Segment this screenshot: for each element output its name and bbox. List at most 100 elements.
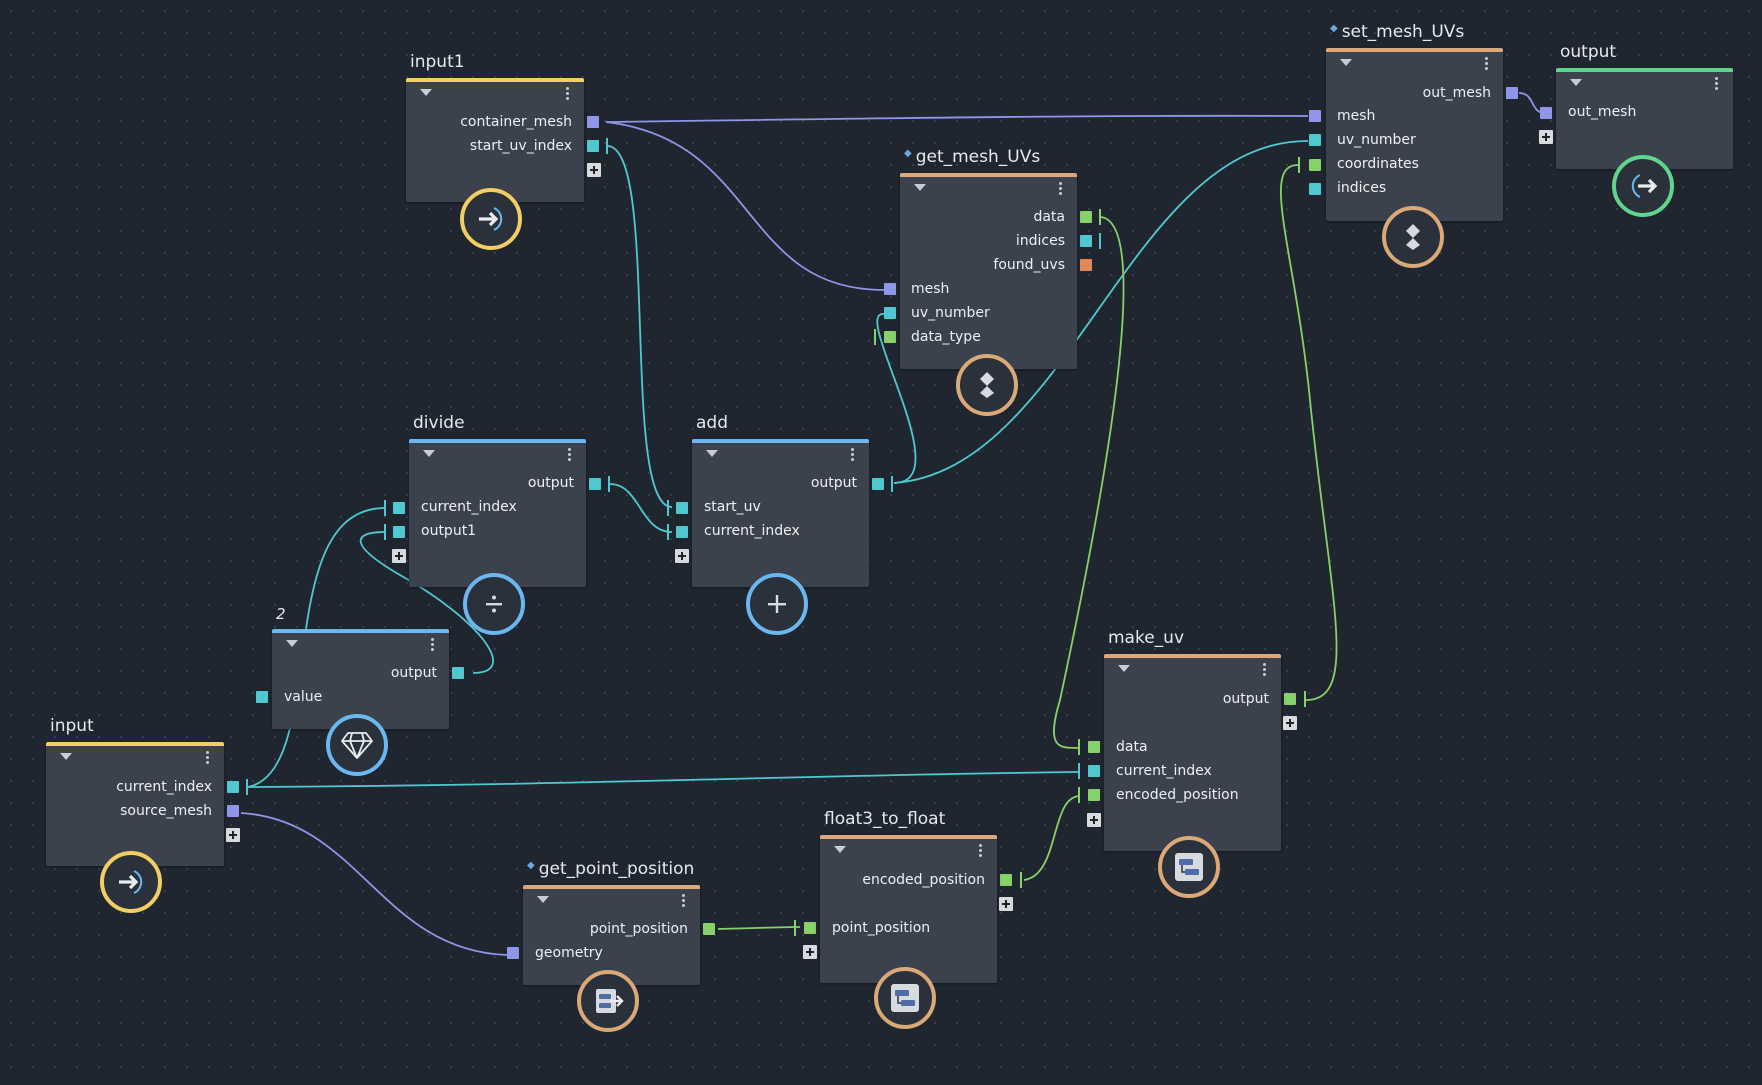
collapse-icon[interactable]	[537, 896, 549, 903]
add-port-button[interactable]	[999, 897, 1013, 911]
add-port-button[interactable]	[392, 549, 406, 563]
port-start-uv-in[interactable]	[676, 502, 688, 514]
port-value-in[interactable]	[256, 691, 268, 703]
port-coordinates-in[interactable]	[1309, 159, 1321, 171]
port-source-mesh-out[interactable]	[227, 805, 239, 817]
port-out-mesh-in[interactable]	[1540, 107, 1552, 119]
node-add[interactable]: add output start_uv current_index	[692, 413, 869, 587]
node-input[interactable]: input current_index source_mesh	[46, 716, 224, 866]
port-out-mesh-out[interactable]	[1506, 87, 1518, 99]
add-port-button[interactable]	[1283, 716, 1297, 730]
port-output-out[interactable]	[872, 478, 884, 490]
port-uv-number-in[interactable]	[1309, 134, 1321, 146]
port-output-out[interactable]	[1284, 693, 1296, 705]
collapse-icon[interactable]	[1118, 665, 1130, 672]
port-encoded-position-out[interactable]	[1000, 874, 1012, 886]
port-output-out[interactable]	[452, 667, 464, 679]
menu-icon[interactable]	[206, 751, 210, 766]
node-body	[900, 173, 1077, 369]
node-icon-input1[interactable]	[460, 188, 522, 250]
port-output-out[interactable]	[589, 478, 601, 490]
port-label-found-uvs: found_uvs	[993, 257, 1065, 273]
add-port-button[interactable]	[1087, 813, 1101, 827]
node-divide[interactable]: divide output current_index output1	[409, 413, 586, 587]
menu-icon[interactable]	[979, 844, 983, 859]
node-icon-input[interactable]	[100, 851, 162, 913]
collapse-icon[interactable]	[834, 846, 846, 853]
compound-icon	[1175, 853, 1203, 881]
node-get-mesh-uvs[interactable]: ◆get_mesh_UVs data indices found_uvs mes…	[900, 147, 1077, 369]
diamond-icon	[980, 372, 994, 398]
port-label-uv-number: uv_number	[1337, 132, 1416, 148]
port-label-start-uv: start_uv	[704, 499, 761, 515]
collapse-icon[interactable]	[914, 184, 926, 191]
node-icon-get-point-position[interactable]	[577, 970, 639, 1032]
port-indices-out[interactable]	[1080, 235, 1092, 247]
port-indices-in[interactable]	[1309, 183, 1321, 195]
port-bar	[384, 524, 386, 540]
node-icon-get-mesh-uvs[interactable]	[956, 354, 1018, 416]
node-get-point-position[interactable]: ◆get_point_position point_position geome…	[523, 859, 700, 985]
port-point-position-in[interactable]	[804, 922, 816, 934]
collapse-icon[interactable]	[420, 89, 432, 96]
menu-icon[interactable]	[568, 448, 572, 463]
gem-icon	[341, 732, 373, 759]
port-current-index-in[interactable]	[393, 502, 405, 514]
port-data-in[interactable]	[1088, 741, 1100, 753]
add-port-button[interactable]	[1539, 130, 1553, 144]
add-port-button[interactable]	[587, 163, 601, 177]
port-point-position-out[interactable]	[703, 923, 715, 935]
node-icon-set-mesh-uvs[interactable]	[1382, 206, 1444, 268]
port-found-uvs-out[interactable]	[1080, 259, 1092, 271]
menu-icon[interactable]	[682, 894, 686, 909]
node-icon-make-uv[interactable]	[1158, 836, 1220, 898]
node-icon-output[interactable]	[1612, 155, 1674, 217]
node-title: input	[50, 716, 94, 736]
port-data-type-in[interactable]	[884, 331, 896, 343]
menu-icon[interactable]	[431, 638, 435, 653]
add-port-button[interactable]	[675, 549, 689, 563]
port-label-out-mesh: out_mesh	[1422, 85, 1491, 101]
port-mesh-in[interactable]	[884, 283, 896, 295]
menu-icon[interactable]	[1263, 663, 1267, 678]
port-uv-number-in[interactable]	[884, 307, 896, 319]
collapse-icon[interactable]	[1340, 59, 1352, 66]
port-output1-in[interactable]	[393, 526, 405, 538]
menu-icon[interactable]	[1485, 57, 1489, 72]
menu-icon[interactable]	[1059, 182, 1063, 197]
node-set-mesh-uvs[interactable]: ◆set_mesh_UVs out_mesh mesh uv_number co…	[1326, 22, 1503, 221]
port-container-mesh-out[interactable]	[587, 116, 599, 128]
wire-make-uv-output-to-coordinates	[1280, 164, 1338, 701]
port-bar	[606, 138, 608, 154]
node-make-uv[interactable]: make_uv output data current_index encode…	[1104, 628, 1281, 851]
port-label-out-mesh: out_mesh	[1568, 104, 1637, 120]
port-start-uv-index-out[interactable]	[587, 140, 599, 152]
port-current-index-in[interactable]	[1088, 765, 1100, 777]
port-geometry-in[interactable]	[507, 947, 519, 959]
port-bar	[1078, 739, 1080, 755]
port-encoded-position-in[interactable]	[1088, 789, 1100, 801]
menu-icon[interactable]	[1715, 77, 1719, 92]
node-float3-to-float[interactable]: float3_to_float encoded_position point_p…	[820, 809, 997, 983]
collapse-icon[interactable]	[60, 753, 72, 760]
node-output[interactable]: output out_mesh	[1556, 42, 1733, 169]
port-current-index-in[interactable]	[676, 526, 688, 538]
node-input1[interactable]: input1 container_mesh start_uv_index	[406, 52, 584, 202]
add-port-button[interactable]	[803, 945, 817, 959]
node-icon-add[interactable]	[746, 573, 808, 635]
port-mesh-in[interactable]	[1309, 110, 1321, 122]
collapse-icon[interactable]	[423, 450, 435, 457]
collapse-icon[interactable]	[1570, 79, 1582, 86]
add-port-button[interactable]	[226, 828, 240, 842]
menu-icon[interactable]	[566, 87, 570, 102]
port-data-out[interactable]	[1080, 211, 1092, 223]
collapse-icon[interactable]	[706, 450, 718, 457]
node-icon-divide[interactable]	[463, 573, 525, 635]
menu-icon[interactable]	[851, 448, 855, 463]
node-icon-constant[interactable]	[326, 714, 388, 776]
node-constant[interactable]: 2 output value	[272, 605, 449, 729]
collapse-icon[interactable]	[286, 640, 298, 647]
port-current-index-out[interactable]	[227, 781, 239, 793]
node-icon-float3-to-float[interactable]	[874, 967, 936, 1029]
wire-add-output-to-uv-number	[876, 313, 917, 484]
